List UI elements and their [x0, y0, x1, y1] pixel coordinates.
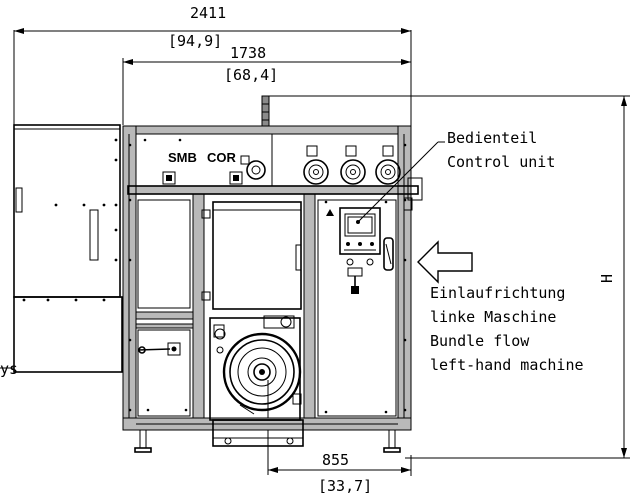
center-window	[201, 201, 302, 310]
door-hinge	[15, 187, 23, 213]
offset-value: 855	[322, 451, 349, 469]
control-unit-label-en: Control unit	[447, 153, 555, 171]
machine-width-inch: [68,4]	[224, 66, 278, 84]
flow-label-de-1: Einlaufrichtung	[430, 284, 565, 302]
control-display	[344, 213, 376, 237]
upper-right-rollers	[303, 145, 401, 185]
bundle-flow-arrow-icon	[417, 240, 473, 284]
brand-cor: COR	[207, 150, 237, 165]
flow-label-en-1: Bundle flow	[430, 332, 530, 350]
dimension-height: H	[268, 95, 630, 459]
dimension-offset: 855 [33,7]	[267, 380, 412, 495]
machine-width-value: 1738	[230, 44, 266, 62]
lower-side-panel	[13, 296, 123, 373]
flow-label-en-2: left-hand machine	[430, 356, 584, 374]
brand-smb: SMB	[168, 150, 197, 165]
strapping-head	[209, 315, 304, 447]
door-handle	[89, 209, 99, 261]
flow-label-de-2: linke Maschine	[430, 308, 556, 326]
control-unit	[339, 207, 381, 255]
lever-assembly	[137, 199, 191, 417]
dimension-overall-width: 2411 [94,9]	[13, 4, 412, 180]
transfer-rod	[127, 177, 423, 211]
dimension-machine-width: 1738 [68,4]	[122, 44, 411, 125]
machine-feet	[134, 429, 401, 453]
machine-frame	[122, 125, 412, 431]
right-cabinet	[317, 199, 397, 417]
side-door: ys	[0, 124, 123, 378]
overall-width-inch: [94,9]	[168, 32, 222, 50]
top-mast	[261, 95, 270, 127]
control-unit-callout: Bedienteil Control unit	[356, 129, 555, 224]
bundle-flow-indicator: Einlaufrichtung linke Maschine Bundle fl…	[417, 240, 584, 374]
upper-left-components	[162, 155, 266, 185]
height-label: H	[598, 274, 616, 283]
overall-width-value: 2411	[190, 4, 226, 22]
offset-inch: [33,7]	[318, 477, 372, 495]
control-unit-label-de: Bedienteil	[447, 129, 537, 147]
cut-label-fragment: ys	[0, 360, 18, 378]
